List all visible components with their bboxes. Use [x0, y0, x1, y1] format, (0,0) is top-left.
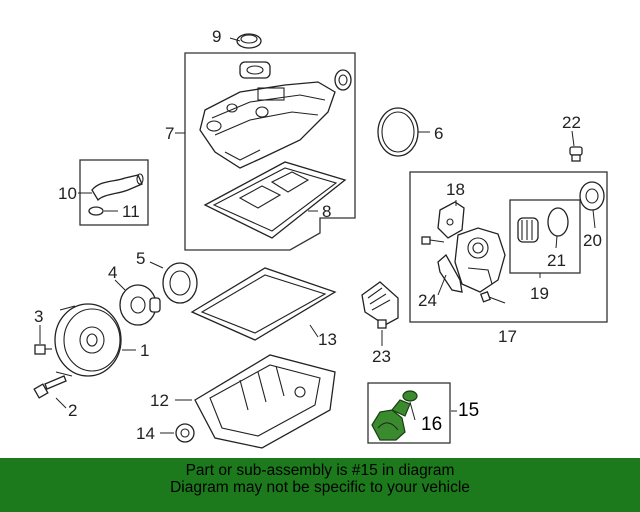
breather-hose: [91, 173, 144, 202]
o-ring: [88, 206, 104, 216]
cam-seal: [334, 69, 352, 91]
parts-diagram: 9 7 6 8 10 11 22 18 20 21 19 24 17 5 4 3…: [33, 27, 608, 449]
callout-24: 24: [418, 291, 437, 310]
sensor-body: [371, 409, 406, 441]
housing-gasket: [437, 253, 463, 293]
callout-18: 18: [446, 180, 465, 199]
sensor: [569, 146, 583, 162]
callout-4: 4: [108, 263, 117, 282]
sensor-seal: [402, 390, 418, 402]
oil-filter-housing: [454, 227, 506, 293]
oil-cooler: [361, 281, 399, 329]
callout-22: 22: [562, 113, 581, 132]
filter-element-group-box: [509, 199, 581, 274]
crank-hub: [119, 284, 161, 326]
callout-6: 6: [434, 124, 443, 143]
crank-seal: [162, 262, 198, 304]
crankshaft-pulley: [54, 303, 122, 377]
highlight-part-box: [367, 382, 451, 444]
callout-16: 16: [421, 414, 442, 435]
oil-level-sensor: [371, 390, 418, 441]
oil-pan: [194, 354, 336, 449]
bolt-17: [479, 291, 506, 304]
callout-17: 17: [498, 327, 517, 346]
filter-cap: [579, 181, 605, 211]
callout-15: 15: [458, 400, 479, 421]
callout-20: 20: [583, 231, 602, 250]
bolt-18: [421, 236, 445, 245]
breather-gasket: [239, 61, 271, 79]
valve-cover-group-box: [184, 52, 356, 251]
valve-cover: [199, 81, 336, 169]
callout-11: 11: [122, 202, 140, 221]
bracket: [437, 201, 465, 239]
callout-10: 10: [58, 184, 77, 203]
callout-12: 12: [150, 391, 169, 410]
callout-14: 14: [136, 424, 155, 443]
pulley-bolt-3: [34, 344, 52, 355]
callout-13: 13: [318, 330, 337, 349]
callout-23: 23: [372, 347, 391, 366]
filter-o-ring: [547, 207, 569, 237]
callout-21: 21: [547, 251, 566, 270]
callout-7: 7: [165, 124, 174, 143]
callout-3: 3: [34, 307, 43, 326]
oil-filler-cap: [236, 33, 262, 49]
banner-line-1: Part or sub-assembly is #15 in diagram: [185, 462, 455, 479]
filter-element: [517, 217, 539, 243]
info-banner: Part or sub-assembly is #15 in diagram D…: [0, 458, 640, 512]
oil-filter-housing-group-box: [409, 171, 608, 323]
seal-ring: [377, 107, 419, 157]
callout-1: 1: [140, 341, 149, 360]
callout-8: 8: [322, 202, 331, 221]
callout-9: 9: [212, 27, 221, 46]
valve-cover-gasket: [203, 161, 347, 239]
drain-plug: [175, 423, 195, 443]
banner-line-2: Diagram may not be specific to your vehi…: [170, 479, 470, 496]
callout-19: 19: [530, 284, 549, 303]
bolt-2: [33, 375, 67, 399]
callout-5: 5: [136, 249, 145, 268]
callout-2: 2: [68, 401, 77, 420]
sensor-connector: [391, 399, 411, 417]
oil-pan-gasket: [190, 267, 337, 341]
